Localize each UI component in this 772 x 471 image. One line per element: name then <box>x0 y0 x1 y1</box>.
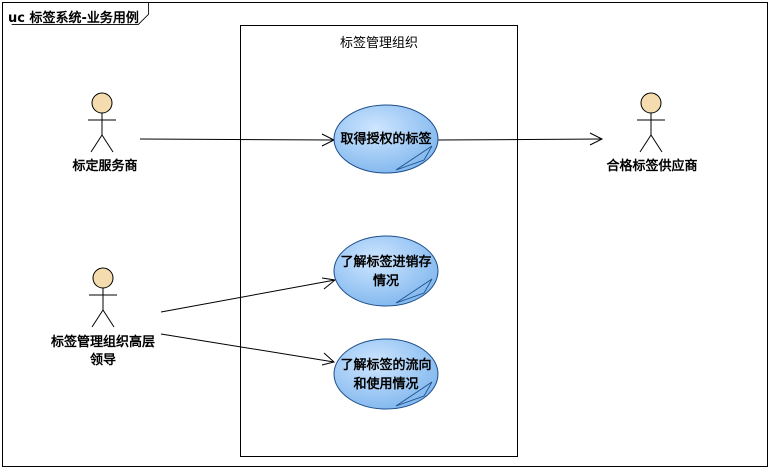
usecase-flow-label-line1: 了解标签的流向 <box>340 358 432 373</box>
assoc-leadership-flow <box>160 333 335 363</box>
assoc-authorized-supplier <box>437 138 603 141</box>
usecase-inventory-label-line1: 了解标签进销存 <box>340 255 432 270</box>
usecase-inventory[interactable] <box>333 235 439 307</box>
system-title: 标签管理组织 <box>339 36 418 51</box>
actor-service-provider-label: 标定服务商 <box>72 159 138 174</box>
actor-leadership-label-line2: 领导 <box>89 353 116 368</box>
usecase-authorized-labels-label: 取得授权的标签 <box>340 132 432 147</box>
actor-service-provider-figure <box>88 92 116 153</box>
assoc-provider-authorized <box>139 138 335 141</box>
actor-supplier-label: 合格标签供应商 <box>606 159 698 174</box>
assoc-leadership-inventory <box>160 279 336 313</box>
actor-supplier-figure <box>637 92 665 153</box>
actor-leadership-label-line1: 标签管理组织高层 <box>50 335 155 350</box>
diagram-frame <box>2 2 768 467</box>
usecase-authorized-labels[interactable] <box>333 104 439 174</box>
frame-tab <box>11 2 150 25</box>
usecase-inventory-label-line2: 情况 <box>372 274 399 289</box>
usecase-flow-label-line2: 和使用情况 <box>353 377 419 392</box>
usecase-flow[interactable] <box>333 338 439 410</box>
frame-title: uc 标签系统-业务用例 <box>8 11 139 26</box>
actor-leadership-figure <box>89 267 117 328</box>
